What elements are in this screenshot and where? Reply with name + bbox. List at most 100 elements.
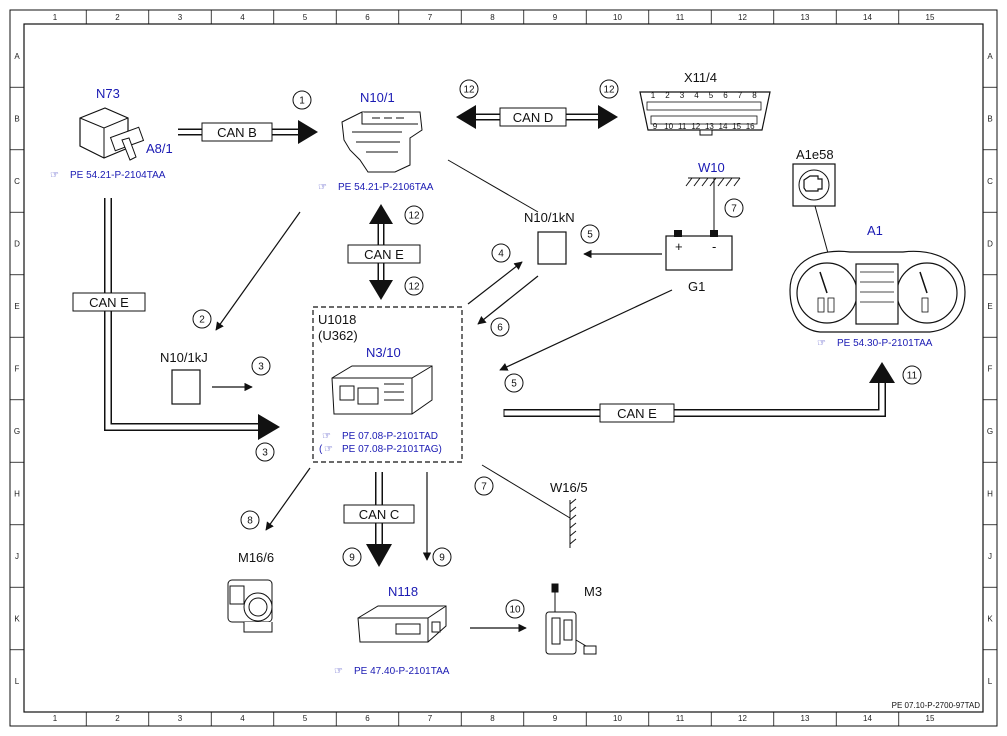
grid-column-label: 4 [240,13,245,22]
grid-row-label: E [14,302,19,311]
x11-4-pin-label: 7 [738,91,743,100]
grid-column-label: 8 [490,13,495,22]
svg-text:9: 9 [349,553,355,564]
svg-text:5: 5 [511,379,517,390]
grid-column-label: 10 [613,13,622,22]
doc-ref-icon: ☞ [318,182,327,193]
grid-row-label: J [988,552,992,561]
can-e-mid-label: CAN E [364,247,404,262]
callout-c3b: 3 [255,442,275,462]
grid-row-label: K [14,615,20,624]
callout-c12c: 12 [404,205,424,225]
grid-column-label: 7 [428,714,433,723]
m16-6-throttle-actuator [227,579,273,633]
x11-4-diagnostic-connector [639,91,771,136]
grid-column-label: 12 [738,13,747,22]
doc-ref-icon: ☞ [817,338,826,349]
x11-4-pin-label: 9 [653,122,658,131]
m16-6-label: M16/6 [238,550,274,565]
ecu-to-w16-5-line [481,464,571,519]
svg-text:12: 12 [463,85,475,96]
x11-4-pin-label: 3 [680,91,685,100]
x11-4-label: X11/4 [684,70,717,85]
n118-label: N118 [388,584,418,599]
grid-column-label: 7 [428,13,433,22]
a1e58-check-engine-lamp [792,163,836,207]
a1-ref: PE 54.30-P-2101TAA [837,338,933,349]
svg-text:4: 4 [498,249,504,260]
svg-text:6: 6 [497,323,503,334]
doc-ref-icon: ☞ [334,666,343,677]
arrow-sam-to-kj [215,211,301,331]
callout-c3a: 3 [251,356,271,376]
can-e-left-bus [72,198,280,440]
a1e58-label: A1e58 [796,147,834,162]
grid-column-label: 2 [115,13,120,22]
n10-1kn-relay [537,231,567,265]
callout-c1: 1 [292,90,312,110]
grid-column-label: 1 [53,13,58,22]
can-b-label: CAN B [217,125,257,140]
n10-1-label: N10/1 [360,90,395,105]
x11-4-pin-label: 14 [719,122,728,131]
callout-c7b: 7 [474,476,494,496]
svg-text:3: 3 [258,362,264,373]
grid-row-label: K [987,615,993,624]
grid-row-label: J [15,552,19,561]
doc-reference: PE 07.10-P-2700-97TAD [892,701,981,710]
grid-row-label: H [14,490,20,499]
ecu-ref-2: PE 07.08-P-2101TAG) [342,444,442,455]
grid-column-label: 13 [801,714,810,723]
n10-1kn-label: N10/1kN [524,210,575,225]
n73-ref: PE 54.21-P-2104TAA [70,170,166,181]
callout-c5a: 5 [580,224,600,244]
callout-c6: 6 [490,317,510,337]
ecu-label-u362: (U362) [318,328,358,343]
x11-4-pin-label: 15 [732,122,741,131]
arrow-ecu-to-relay [467,261,523,305]
m3-fuel-pump [545,583,597,655]
can-e-left-label: CAN E [89,295,129,310]
doc-ref-icon: ☞ [324,444,333,455]
n10-1kj-label: N10/1kJ [160,350,208,365]
grid-column-label: 9 [553,13,558,22]
grid-column-label: 3 [178,13,183,22]
svg-text:12: 12 [408,211,420,222]
m3-label: M3 [584,584,602,599]
ecu-dashed-boundary [312,306,463,463]
grid-column-label: 11 [676,714,685,723]
n10-1-ref: PE 54.21-P-2106TAA [338,182,434,193]
callout-c5b: 5 [504,373,524,393]
callout-c7a: 7 [724,198,744,218]
svg-text:1: 1 [299,96,305,107]
callout-c10: 10 [505,599,525,619]
grid-column-label: 5 [303,714,308,723]
grid-column-label: 4 [240,714,245,723]
ecu-ref-open-paren: ( [319,444,323,455]
grid-row-label: B [987,115,992,124]
can-d-label: CAN D [513,110,553,125]
callout-c2: 2 [192,309,212,329]
x11-4-pin-label: 4 [694,91,699,100]
grid-row-label: C [14,177,20,186]
n10-1-module [341,111,423,173]
arrow-ecu-to-throttle [265,467,311,531]
callout-c4: 4 [491,243,511,263]
grid-row-label: F [15,365,20,374]
n10-1-to-n10-1kn-line [447,159,539,213]
grid-row-label: D [14,240,20,249]
grid-row-label: G [987,427,993,436]
grid-column-label: 15 [926,714,935,723]
svg-text:11: 11 [907,371,918,382]
g1-battery [665,230,733,271]
can-c-bus [343,472,415,567]
callout-c12b: 12 [599,79,619,99]
callout-c9a: 9 [342,547,362,567]
x11-4-pin-label: 10 [664,122,673,131]
svg-text:5: 5 [587,230,593,241]
g1-minus: - [712,239,716,254]
